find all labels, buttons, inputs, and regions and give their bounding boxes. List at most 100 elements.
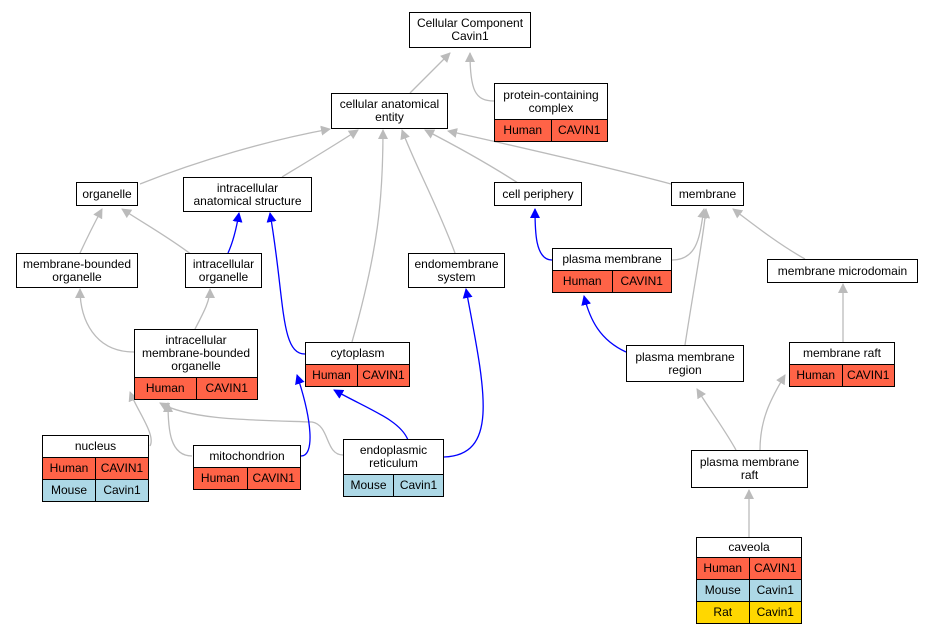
edge-cytoplasm-to-cae [351, 129, 388, 343]
node-title: endoplasmic reticulum [359, 443, 428, 470]
edge-pm-to-membrane [671, 208, 708, 261]
gene-cell: Cavin1 [95, 480, 148, 501]
edge-er-to-cytoplasm [333, 389, 409, 441]
node-plasma-membrane-region[interactable]: plasma membrane region [626, 345, 744, 382]
node-title: cytoplasm [330, 346, 385, 360]
gene-row: Human CAVIN1 [790, 364, 894, 386]
node-title: intracellular membrane-bounded organelle [141, 333, 251, 373]
gene-cell: CAVIN1 [748, 558, 802, 579]
edge-pmraft-to-memraft [759, 374, 786, 451]
gene-row: Human CAVIN1 [43, 457, 148, 479]
node-title: organelle [82, 186, 132, 201]
node-title: membrane microdomain [777, 263, 908, 278]
node-title: protein-containing complex [503, 87, 599, 115]
node-title: endomembrane system [414, 256, 499, 284]
edge-pmr-to-membrane [684, 208, 711, 346]
edge-imbo-to-mbo [75, 288, 135, 353]
species-cell: Human [145, 381, 185, 395]
gene-cell: CAVIN1 [195, 378, 258, 399]
node-title: intracellular anatomical structure [193, 180, 302, 208]
gene-row: Human CAVIN1 [697, 557, 801, 579]
edge-cae-to-root [409, 52, 451, 94]
node-intracellular-anatomical-structure[interactable]: intracellular anatomical structure [183, 177, 312, 212]
edge-mbo-to-organelle [79, 208, 103, 254]
edge-pmraft-to-pmr [696, 388, 737, 451]
node-intracellular-organelle[interactable]: intracellular organelle [185, 253, 262, 288]
edge-mito-to-cytoplasm [295, 374, 311, 457]
node-membrane[interactable]: membrane [671, 182, 744, 206]
gene-cell: CAVIN1 [841, 365, 895, 386]
species-cell: Human [503, 123, 543, 137]
gene-row: Mouse Cavin1 [344, 474, 443, 496]
species-cell: Human [796, 368, 836, 382]
node-title: membrane-bounded organelle [22, 256, 132, 284]
node-cellular-anatomical-entity[interactable]: cellular anatomical entity [331, 93, 448, 129]
edge-io-to-ias [227, 212, 243, 254]
edge-er-to-imbo [159, 402, 344, 456]
edge-cellperiphery-to-cae [424, 129, 519, 184]
node-title: membrane [678, 186, 737, 201]
species-cell: Human [49, 461, 89, 475]
edge-endomembrane-to-cae [400, 129, 456, 254]
gene-row: Human CAVIN1 [553, 270, 671, 292]
edge-memmicro-to-membrane [732, 208, 806, 260]
edge-cytoplasm-to-ias [266, 212, 306, 355]
node-cellular-component-root[interactable]: Cellular Component Cavin1 [409, 12, 531, 48]
species-cell: Mouse [704, 583, 741, 597]
node-title: mitochondrion [209, 449, 285, 463]
species-cell: Human [562, 274, 602, 288]
gene-cell: Cavin1 [748, 580, 802, 601]
gene-row: Human CAVIN1 [306, 364, 409, 386]
node-intracellular-membrane-bounded-organelle[interactable]: intracellular membrane-bounded organelle… [134, 329, 258, 400]
gene-cell: Cavin1 [748, 602, 802, 623]
node-title: plasma membrane raft [699, 455, 800, 482]
species-cell: Human [703, 561, 743, 575]
gene-cell: CAVIN1 [550, 120, 608, 141]
node-endomembrane-system[interactable]: endomembrane system [408, 253, 505, 288]
gene-cell: CAVIN1 [357, 365, 409, 386]
species-cell: Human [312, 368, 351, 382]
node-title: nucleus [74, 439, 117, 453]
node-title: caveola [728, 540, 770, 554]
gene-cell: CAVIN1 [95, 458, 148, 479]
node-title: intracellular organelle [192, 256, 255, 284]
node-membrane-microdomain[interactable]: membrane microdomain [767, 259, 918, 283]
gene-cell: CAVIN1 [246, 468, 301, 489]
node-title: plasma membrane [562, 252, 662, 266]
species-cell: Mouse [350, 478, 387, 492]
gene-cell: CAVIN1 [611, 271, 672, 292]
gene-row: Human CAVIN1 [135, 377, 257, 399]
node-plasma-membrane-raft[interactable]: plasma membrane raft [691, 450, 808, 488]
gene-row: Rat Cavin1 [697, 601, 801, 623]
node-cell-periphery[interactable]: cell periphery [494, 182, 582, 206]
gene-cell: Cavin1 [393, 475, 443, 496]
edge-pcc-to-root [465, 52, 495, 102]
edge-imbo-to-io [194, 288, 215, 330]
node-title: cell periphery [502, 186, 574, 201]
edge-pm-to-cellperiphery [530, 208, 553, 261]
node-organelle[interactable]: organelle [76, 182, 138, 206]
species-cell: Human [200, 471, 240, 485]
node-title: membrane raft [802, 346, 882, 360]
node-title: cellular anatomical entity [339, 97, 440, 124]
edge-io-to-organelle [121, 208, 193, 256]
species-cell: Rat [713, 605, 733, 619]
node-membrane-bounded-organelle[interactable]: membrane-bounded organelle [16, 253, 138, 288]
node-title: Cellular Component Cavin1 [416, 16, 524, 43]
edge-organelle-to-cae [139, 125, 331, 185]
edge-er-to-endomembrane [443, 288, 484, 458]
gene-row: Mouse Cavin1 [697, 579, 801, 601]
edge-membrane-to-cae [447, 128, 672, 185]
edge-nucleus-to-imbo [128, 391, 152, 447]
